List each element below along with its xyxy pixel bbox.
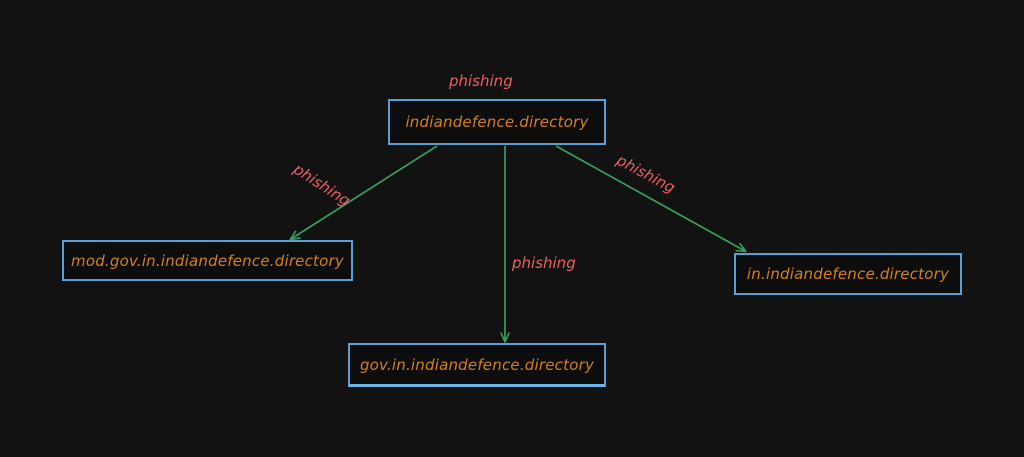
root-relation-label: phishing bbox=[449, 72, 513, 90]
node-in-indiandefence-directory[interactable]: in.indiandefence.directory bbox=[734, 253, 962, 295]
edge-root-to-mod bbox=[289, 145, 438, 241]
node-mod-gov-in-indiandefence-directory[interactable]: mod.gov.in.indiandefence.directory bbox=[62, 240, 353, 281]
edge-root-to-in bbox=[555, 145, 747, 253]
edge-label-root-to-gov: phishing bbox=[512, 254, 576, 272]
node-label: gov.in.indiandefence.directory bbox=[359, 355, 595, 374]
node-label: mod.gov.in.indiandefence.directory bbox=[71, 251, 344, 270]
node-label: in.indiandefence.directory bbox=[746, 265, 950, 283]
node-gov-in-indiandefence-directory[interactable]: gov.in.indiandefence.directory bbox=[348, 343, 606, 387]
node-label: indiandefence.directory bbox=[405, 113, 589, 131]
node-indiandefence-directory[interactable]: indiandefence.directory bbox=[388, 99, 606, 145]
